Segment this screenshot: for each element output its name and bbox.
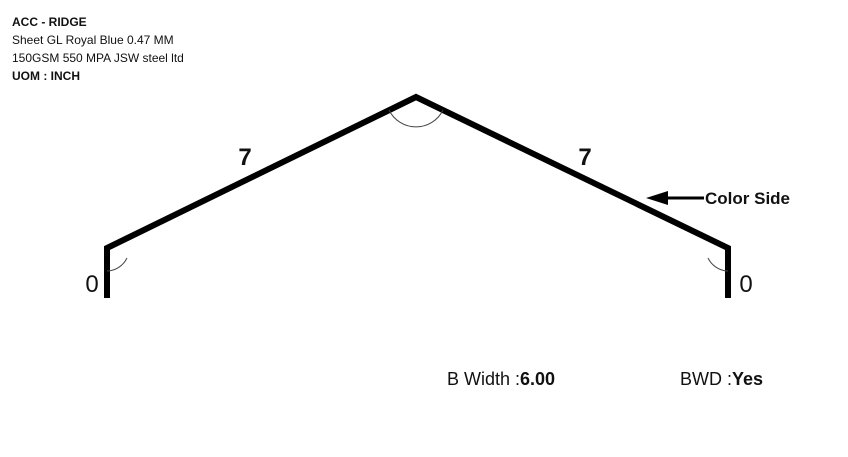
sheet-spec-line: Sheet GL Royal Blue 0.47 MM [12,33,174,47]
b-width-readout: B Width :6.00 [447,369,555,390]
right-slope-dimension: 7 [578,144,591,171]
right-angle-arc [707,257,729,272]
left-slope-dimension: 7 [238,144,251,171]
bwd-readout: BWD :Yes [680,369,763,390]
color-side-arrow-icon [646,191,704,205]
apex-angle-arc [388,109,444,128]
sheet-grade-line: 150GSM 550 MPA JSW steel ltd [12,51,184,65]
left-end-dimension: 0 [85,271,98,298]
ridge-profile-line [104,93,731,298]
b-width-value: 6.00 [520,369,556,389]
bwd-label: BWD : [680,369,732,389]
product-title: ACC - RIDGE [12,15,87,29]
color-side-label: Color Side [705,189,790,208]
left-angle-arc [106,257,128,272]
uom-label: UOM : INCH [12,69,80,83]
bwd-value: Yes [732,369,764,389]
right-end-dimension: 0 [739,271,752,298]
sheet-info: ACC - RIDGE Sheet GL Royal Blue 0.47 MM … [12,13,184,85]
b-width-label: B Width : [447,369,521,389]
